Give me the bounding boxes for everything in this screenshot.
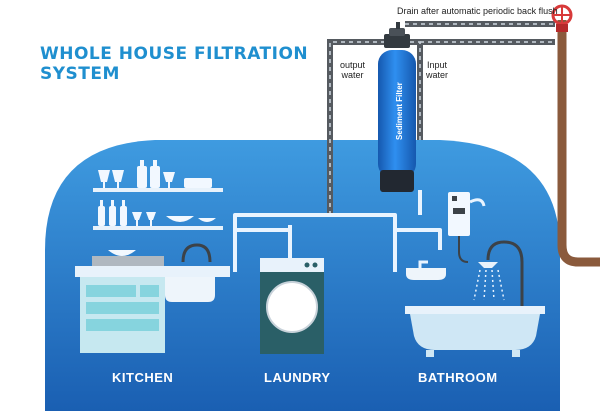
drain-pipe	[557, 20, 600, 267]
page-title: WHOLE HOUSE FILTRATION SYSTEM	[40, 44, 308, 84]
output-water-line-1: output	[340, 60, 366, 70]
title-line-1: WHOLE HOUSE FILTRATION	[40, 44, 309, 64]
input-water-label: Input water	[426, 60, 448, 80]
title-line-2: SYSTEM	[40, 64, 120, 84]
washing-machine	[260, 258, 324, 354]
kitchen-label: KITCHEN	[112, 370, 174, 385]
drain-label: Drain after automatic periodic back flus…	[397, 6, 558, 16]
bathroom-label: BATHROOM	[418, 370, 498, 385]
output-water-label: output water	[340, 60, 365, 80]
kitchen-counter	[75, 243, 230, 353]
kitchen-shelves	[93, 160, 223, 230]
input-water-line-1: Input	[426, 60, 448, 70]
valve-icon	[551, 4, 573, 32]
filter-head-icon	[384, 22, 410, 48]
distribution-pipes	[233, 190, 442, 272]
bathroom-sink	[406, 260, 446, 280]
filter-brand-label: Sediment Filter	[395, 82, 404, 140]
output-water-line-2: water	[341, 70, 364, 80]
laundry-label: LAUNDRY	[264, 370, 331, 385]
water-heater	[448, 192, 486, 263]
input-water-line-2: water	[426, 70, 449, 80]
supply-pipes-dash	[329, 23, 555, 215]
sediment-filter-tank: Sediment Filter	[378, 50, 416, 192]
bathtub	[405, 240, 545, 357]
